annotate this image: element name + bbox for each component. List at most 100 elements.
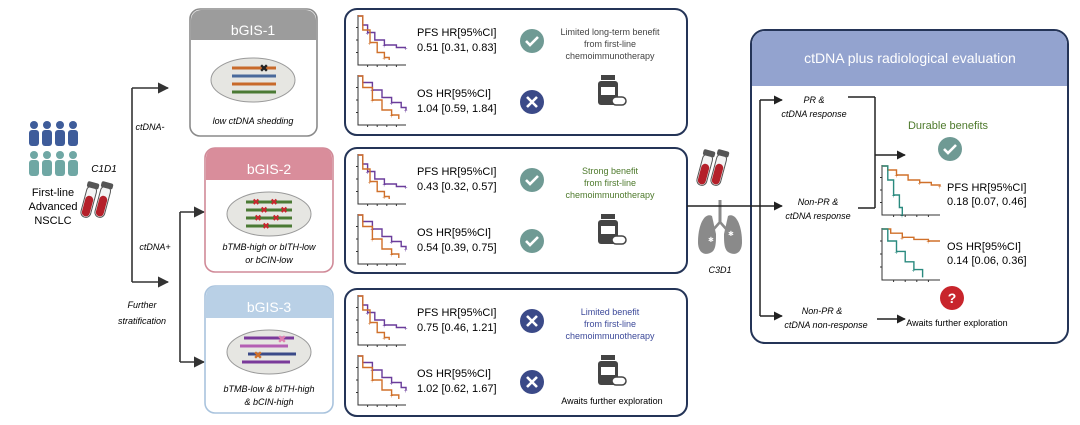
svg-text:+: +: [900, 236, 904, 242]
svg-text:+: +: [382, 57, 386, 63]
right-pfs-label: PFS HR[95%CI]: [947, 182, 1026, 194]
bgis-2-mutation-marks: ✖✖ ✖✖ ✖✖ ✖: [252, 197, 288, 231]
branch-nonpr-resp-1: Non-PR &: [798, 197, 839, 207]
bgis-1-pfs-value: 0.51 [0.31, 0.83]: [417, 42, 497, 54]
svg-text:+: +: [382, 44, 386, 50]
svg-text:+: +: [366, 32, 370, 38]
bgis-1-os-label: OS HR[95%CI]: [417, 88, 491, 100]
bgis-3-benefit-line-2: from first-line: [584, 319, 636, 329]
svg-text:+: +: [390, 114, 394, 120]
svg-text:+: +: [368, 181, 372, 187]
svg-text:+: +: [918, 182, 922, 188]
bgis-2-results-panel: ++++++++++PFS HR[95%CI]0.43 [0.32, 0.57]…: [344, 147, 688, 274]
svg-text:+: +: [368, 322, 372, 328]
svg-text:+: +: [895, 250, 899, 256]
population-line-3: NSCLC: [34, 215, 71, 227]
person-icon: [30, 151, 38, 159]
svg-text:+: +: [368, 42, 372, 48]
svg-text:+: +: [390, 253, 394, 259]
population-line-2: Advanced: [29, 201, 78, 213]
bgis-2-os-value: 0.54 [0.39, 0.75]: [417, 242, 497, 254]
further-stratification-2: stratification: [118, 316, 166, 326]
svg-text:+: +: [938, 185, 942, 191]
person-icon: [43, 151, 51, 159]
svg-text:✱: ✱: [708, 236, 714, 244]
branch-pr-1: PR &: [803, 95, 824, 105]
svg-text:+: +: [382, 183, 386, 189]
svg-text:+: +: [382, 337, 386, 343]
bgis-3-results-panel: ++++++++++PFS HR[95%CI]0.75 [0.46, 1.21]…: [344, 288, 688, 417]
right-pfs-value: 0.18 [0.07, 0.46]: [947, 196, 1027, 208]
svg-text:+: +: [912, 269, 916, 275]
blood-tube-icon: [80, 181, 100, 218]
branch-ctdna-positive: ctDNA+: [139, 242, 170, 252]
svg-text:+: +: [895, 174, 899, 180]
svg-text:+: +: [370, 379, 374, 385]
bgis-1-pfs-label: PFS HR[95%CI]: [417, 27, 496, 39]
blood-tubes-icon-c3d1: [696, 149, 730, 186]
bgis-3-title: bGIS-3: [247, 299, 292, 315]
bgis-3-card: bGIS-3 ✖ ✖ bTMB-low & bITH-high & bCIN-h…: [204, 285, 334, 414]
bgis-3-description-2: & bCIN-high: [244, 397, 293, 407]
bgis-2-benefit-line-2: from first-line: [584, 178, 636, 188]
bgis-1-title: bGIS-1: [231, 22, 276, 38]
svg-text:+: +: [404, 389, 408, 395]
bgis-1-os-km-plot: +++++: [356, 75, 408, 127]
bgis-3-description-1: bTMB-low & bITH-high: [223, 384, 314, 394]
svg-text:✖: ✖: [270, 197, 278, 207]
bgis-2-description-2: or bCIN-low: [245, 255, 293, 265]
svg-text:+: +: [390, 241, 394, 247]
bgis-1-os-value: 1.04 [0.59, 1.84]: [417, 103, 497, 115]
bgis-3-pfs-km-plot: +++++: [356, 295, 408, 347]
svg-text:✖: ✖: [254, 213, 262, 223]
bgis-1-benefit-line-3: chemoimmunotherapy: [565, 51, 655, 61]
svg-text:+: +: [404, 47, 408, 53]
ctdna-radiology-panel: ctDNA plus radiological evaluation PR & …: [687, 29, 1069, 344]
blood-tube-icon: [696, 149, 716, 186]
bgis-2-description-1: bTMB-high or bITH-low: [222, 242, 316, 252]
lung-icon: ✱ ✱: [698, 200, 742, 254]
bgis-1-benefit-line-2: from first-line: [584, 39, 636, 49]
bgis-2-card: bGIS-2 ✖✖ ✖✖ ✖✖ ✖ bTMB-high or bITH-low …: [204, 147, 334, 273]
person-icon: [56, 151, 64, 159]
svg-text:+: +: [404, 327, 408, 333]
bgis-3-os-cross-icon: [520, 370, 544, 394]
branch-pr-2: ctDNA response: [781, 109, 846, 119]
bgis-3-pfs-label: PFS HR[95%CI]: [417, 307, 496, 319]
population-line-1: First-line: [32, 187, 74, 199]
bgis-1-mutation-mark: ✖: [259, 63, 268, 75]
svg-text:+: +: [404, 186, 408, 192]
bgis-1-results-panel: ++++++++++PFS HR[95%CI]0.51 [0.31, 0.83]…: [344, 8, 688, 136]
branch-nonpr-nonresp-1: Non-PR &: [802, 306, 843, 316]
bgis-1-description: low ctDNA shedding: [213, 116, 294, 126]
bgis-2-os-km-plot: +++++: [356, 214, 408, 266]
bgis-1-cell-icon: [210, 57, 296, 103]
person-icon: [30, 121, 38, 129]
svg-text:+: +: [926, 240, 930, 246]
bgis-1-pfs-km-plot: + + + + +: [356, 15, 408, 67]
svg-text:✖: ✖: [260, 205, 268, 215]
blood-tube-icon: [710, 149, 730, 186]
bgis-3-mutation-mark-2: ✖: [253, 350, 262, 362]
svg-text:+: +: [382, 324, 386, 330]
blood-tube-icon: [94, 181, 114, 218]
svg-text:+: +: [370, 238, 374, 244]
durable-benefits-label: Durable benefits: [908, 120, 989, 132]
right-os-label: OS HR[95%CI]: [947, 241, 1021, 253]
population-people-icon: [29, 121, 78, 176]
bgis-1-pfs-check-icon: [520, 29, 544, 53]
svg-text:✖: ✖: [280, 205, 288, 215]
bgis-2-pfs-value: 0.43 [0.32, 0.57]: [417, 181, 497, 193]
person-icon: [56, 121, 64, 129]
branch-ctdna-negative: ctDNA-: [136, 122, 165, 132]
bgis-1-card: bGIS-1 ✖ low ctDNA shedding: [189, 8, 318, 137]
medicine-bottle-icon: [598, 75, 627, 106]
bgis-2-pfs-label: PFS HR[95%CI]: [417, 166, 496, 178]
svg-text:+: +: [404, 109, 408, 115]
svg-text:✖: ✖: [262, 221, 270, 231]
durable-check-icon: [938, 137, 962, 161]
svg-text:✖: ✖: [252, 197, 260, 207]
svg-text:+: +: [390, 382, 394, 388]
person-icon: [43, 121, 51, 129]
svg-text:+: +: [404, 248, 408, 254]
